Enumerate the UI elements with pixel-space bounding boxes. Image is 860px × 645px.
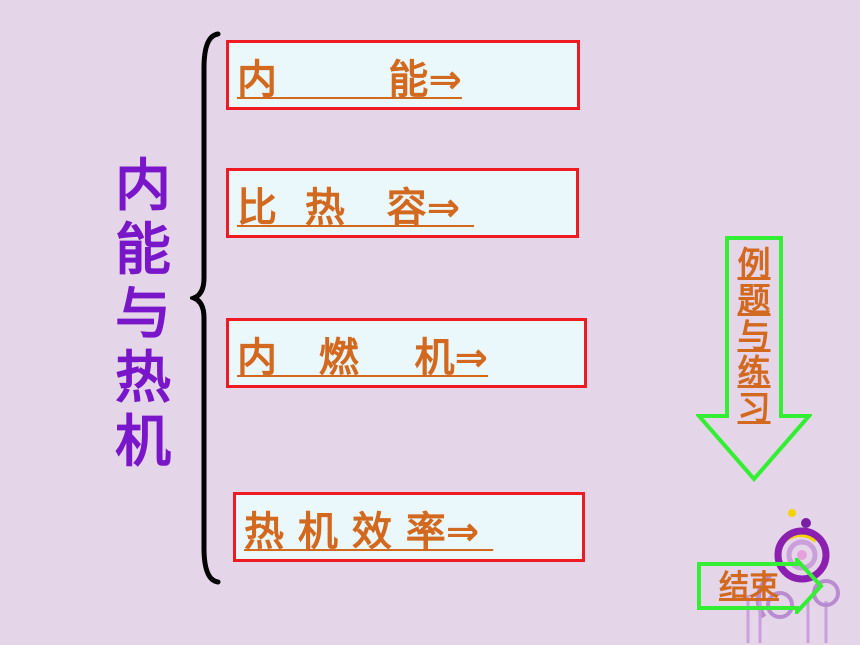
- topic-link-combustion-engine[interactable]: 内 燃 机⇒: [237, 335, 488, 381]
- title-char: 能: [115, 218, 171, 283]
- curly-brace: [190, 31, 221, 585]
- title-char: 热: [115, 346, 171, 411]
- exercise-char[interactable]: 习: [737, 388, 771, 427]
- topic-box-engine-efficiency[interactable]: 热 机 效 率⇒: [233, 492, 585, 562]
- decorative-swirl-icon: [746, 509, 840, 643]
- topic-link-engine-efficiency[interactable]: 热 机 效 率⇒: [244, 509, 494, 555]
- title-char: 与: [115, 282, 171, 347]
- exercise-link[interactable]: 例 题 与 练 习: [728, 246, 780, 426]
- title-char: 内: [115, 154, 171, 219]
- topic-box-specific-heat[interactable]: 比 热 容⇒: [226, 168, 579, 238]
- topic-link-specific-heat[interactable]: 比 热 容⇒: [237, 185, 475, 231]
- exercise-char[interactable]: 与: [737, 316, 771, 355]
- title-char: 机: [115, 410, 171, 475]
- page-title: 内 能 与 热 机: [112, 155, 174, 475]
- exercise-char[interactable]: 例: [737, 244, 771, 283]
- exercise-char[interactable]: 题: [737, 280, 771, 319]
- exercise-char[interactable]: 练: [737, 352, 771, 391]
- end-button[interactable]: [695, 558, 825, 614]
- end-button-label[interactable]: 结束: [719, 569, 779, 604]
- topic-box-combustion-engine[interactable]: 内 燃 机⇒: [226, 318, 587, 388]
- down-arrow-icon[interactable]: [696, 236, 812, 482]
- topic-box-internal-energy[interactable]: 内 能⇒: [226, 40, 580, 110]
- topic-link-internal-energy[interactable]: 内 能⇒: [237, 57, 462, 103]
